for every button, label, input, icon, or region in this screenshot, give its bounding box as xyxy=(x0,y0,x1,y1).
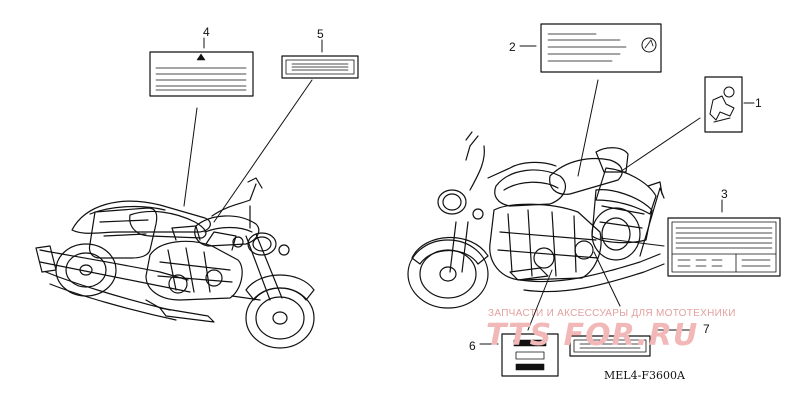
callout-5: 5 xyxy=(317,27,324,41)
callout-7: 7 xyxy=(703,322,710,336)
right-motorcycle-drawing xyxy=(407,131,665,309)
left-motorcycle-drawing xyxy=(35,177,315,349)
label-7-sticker xyxy=(569,251,695,357)
callout-2: 2 xyxy=(509,40,516,54)
label-5-sticker xyxy=(213,39,359,223)
callout-3: 3 xyxy=(721,187,728,201)
callout-4: 4 xyxy=(203,25,210,39)
label-4-sticker xyxy=(149,37,254,207)
watermark-logo: TTS FOR.RU xyxy=(486,318,699,353)
watermark-text: ЗАПЧАСТИ И АКСЕССУАРЫ ДЛЯ МОТОТЕХНИКИ xyxy=(488,308,736,319)
diagram-code: MEL4-F3600A xyxy=(604,369,685,382)
label-1-sticker xyxy=(619,76,755,173)
label-3-sticker xyxy=(599,199,781,277)
callout-1: 1 xyxy=(755,96,762,110)
label-2-sticker xyxy=(519,23,662,177)
callout-6: 6 xyxy=(469,339,476,353)
label-6-sticker xyxy=(479,269,559,377)
